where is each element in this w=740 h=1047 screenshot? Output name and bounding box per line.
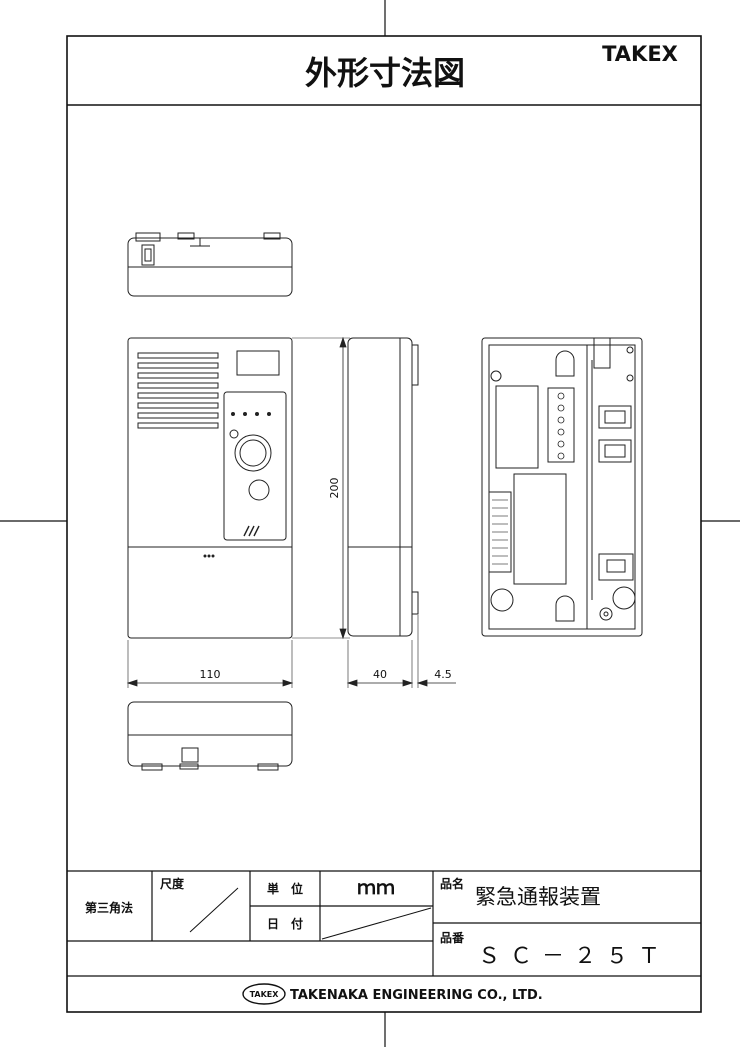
bottom-view (127, 701, 293, 771)
brand-mark (243, 525, 260, 537)
product-number-label: 品番 (440, 930, 465, 945)
scale-slash (189, 887, 239, 933)
dim-depth-label: 40 (373, 668, 387, 681)
small-button (229, 429, 239, 439)
speaker-grille (137, 352, 219, 429)
product-number: ＳＣ－２５Ｔ (478, 944, 670, 969)
dim-height-label: 200 (328, 478, 341, 499)
back-view (481, 337, 643, 637)
company-logo-text: TAKEX (250, 990, 280, 999)
keyhole-top (555, 350, 575, 377)
modular-jack-2 (598, 439, 632, 463)
sheet-frame (66, 35, 702, 1013)
date-slash (321, 907, 432, 940)
company-name: TAKENAKA ENGINEERING CO., LTD. (290, 988, 543, 1003)
product-name: 緊急通報装置 (475, 885, 601, 909)
projection-label: 第三角法 (85, 900, 133, 915)
front-view (127, 337, 293, 639)
date-label: 日 付 (267, 916, 303, 931)
dip-switch-strip (488, 491, 512, 573)
call-button (234, 434, 272, 472)
side-view (347, 337, 419, 637)
scale-label: 尺度 (160, 876, 185, 891)
dim-protrusion-label: 4.5 (434, 668, 452, 681)
brand-logo: TAKEX (602, 42, 678, 66)
usb-connector (598, 553, 634, 581)
title-block (67, 870, 701, 977)
unit-label: 単 位 (267, 881, 303, 896)
product-name-label: 品名 (440, 876, 464, 891)
display-window (236, 350, 280, 376)
cancel-button (248, 479, 270, 501)
terminal-block (547, 387, 575, 463)
control-panel (223, 391, 287, 541)
company-logo: TAKEX (242, 983, 286, 1005)
keyhole-bottom (555, 595, 575, 622)
dimension-lines (126, 336, 456, 688)
unit-value: ｍｍ (357, 877, 395, 899)
modular-jack-1 (598, 405, 632, 429)
dim-width-label: 110 (200, 668, 221, 681)
drawing-title: 外形寸法図 (305, 54, 465, 92)
top-view (127, 232, 293, 297)
